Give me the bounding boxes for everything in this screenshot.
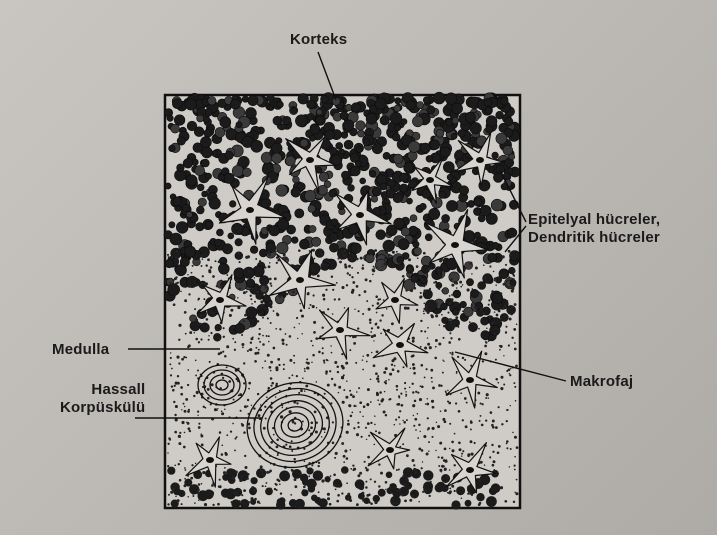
epithelial-label-line1: Epitelyal hücreler,	[528, 211, 660, 229]
hassall-label-line1: Hassall	[60, 381, 145, 399]
makrofaj-label: Makrofaj	[570, 373, 633, 391]
medulla-label: Medulla	[52, 341, 109, 359]
epithelial-label-line2: Dendritik hücreler	[528, 229, 660, 247]
korteks-label: Korteks	[290, 31, 347, 49]
epithelial-label: Epitelyal hücreler, Dendritik hücreler	[528, 211, 660, 247]
hassall-label: Hassall Korpüskülü	[60, 381, 145, 417]
hassall-label-line2: Korpüskülü	[60, 399, 145, 417]
